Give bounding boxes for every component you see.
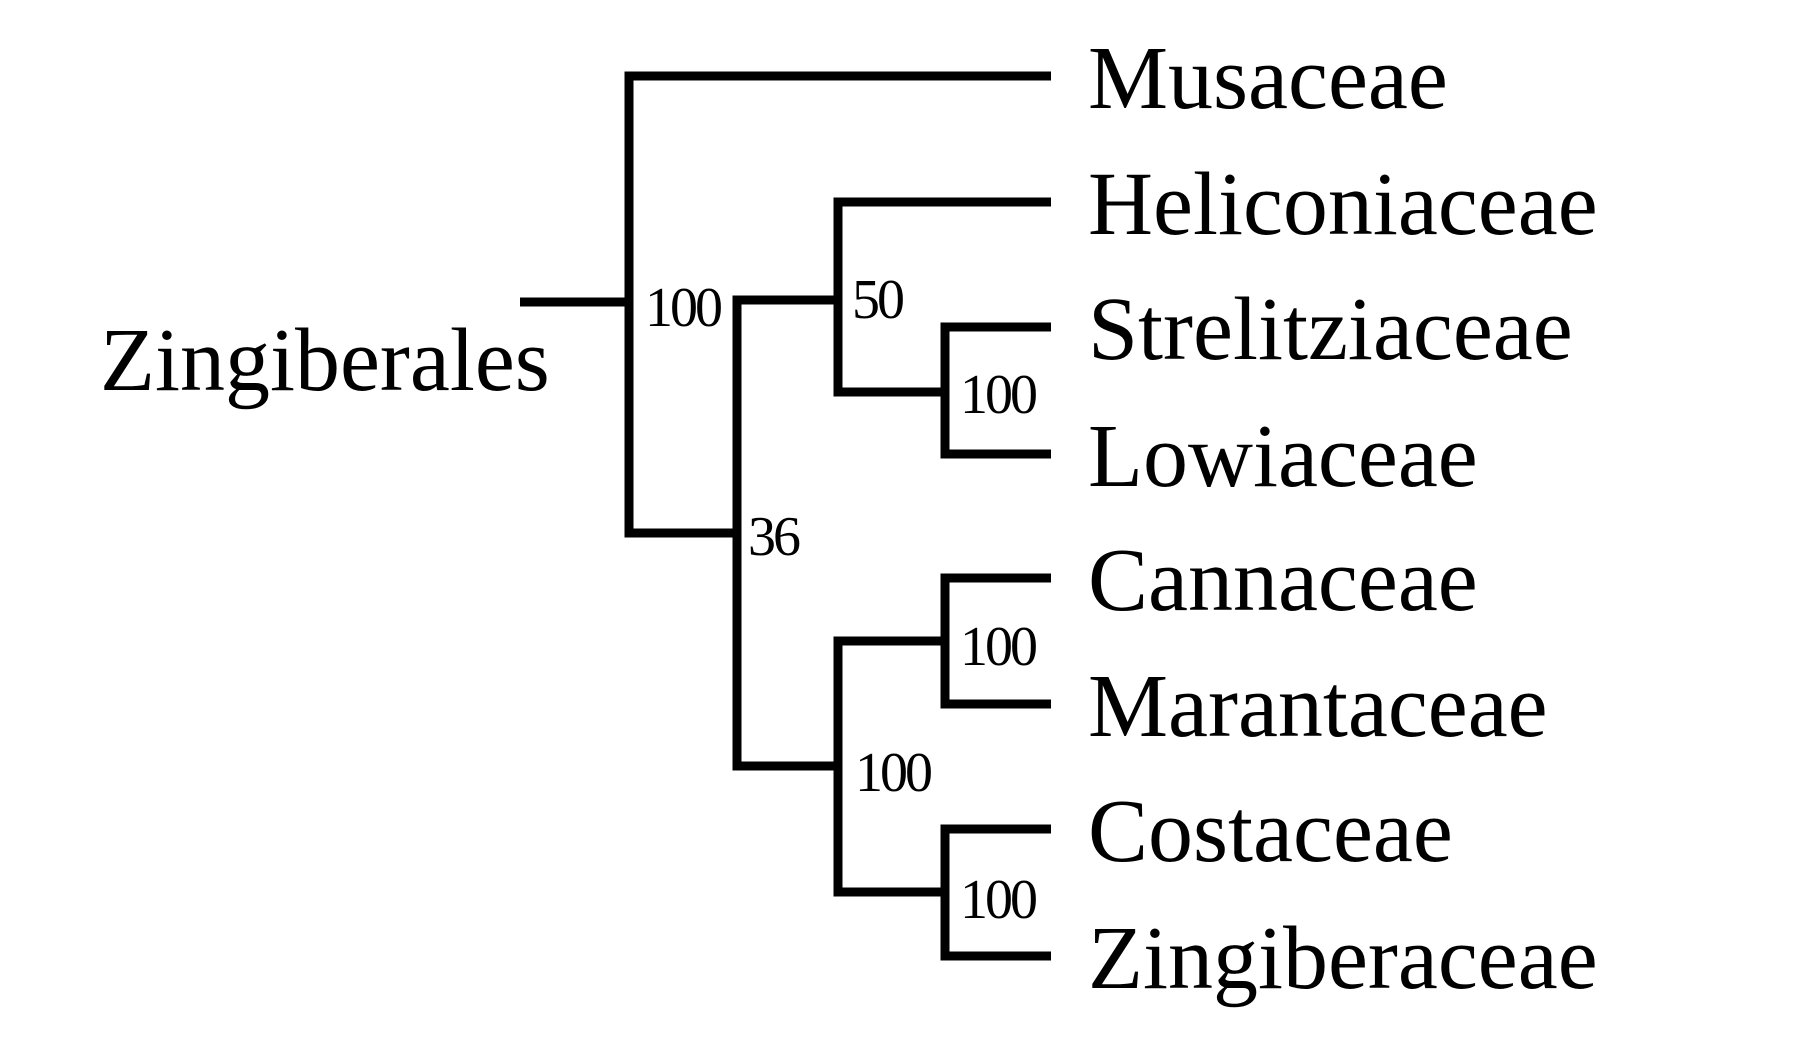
node-heliconia-bracket — [833, 197, 1051, 397]
taxon-cannaceae: Cannaceae — [1088, 531, 1478, 630]
taxon-strelitziaceae: Strelitziaceae — [1088, 280, 1573, 379]
taxon-zingiberaceae: Zingiberaceae — [1088, 909, 1598, 1008]
taxon-lowiaceae: Lowiaceae — [1088, 407, 1478, 506]
support-value-costa-zingiber: 100 — [960, 869, 1036, 931]
taxon-costaceae: Costaceae — [1088, 782, 1453, 881]
taxon-marantaceae: Marantaceae — [1088, 657, 1548, 756]
node-core-bracket — [732, 295, 838, 771]
node-strelitzia-lowia-bracket — [940, 322, 1051, 459]
node-costa-zingiber-bracket — [940, 824, 1051, 961]
support-value-heliconia: 50 — [852, 269, 903, 331]
support-value-strelitzia-lowia: 100 — [960, 364, 1036, 426]
support-value-root: 100 — [645, 277, 721, 339]
root-label: Zingiberales — [100, 311, 550, 410]
support-value-zingiberid: 100 — [855, 742, 931, 804]
support-value-core: 36 — [748, 506, 800, 568]
node-root-bracket — [624, 71, 1051, 538]
node-canna-maranta-bracket — [940, 573, 1051, 709]
taxon-heliconiaceae: Heliconiaceae — [1088, 155, 1598, 254]
node-zingiberid-bracket — [833, 636, 945, 897]
support-value-canna-maranta: 100 — [960, 616, 1036, 678]
taxon-musaceae: Musaceae — [1088, 29, 1448, 128]
